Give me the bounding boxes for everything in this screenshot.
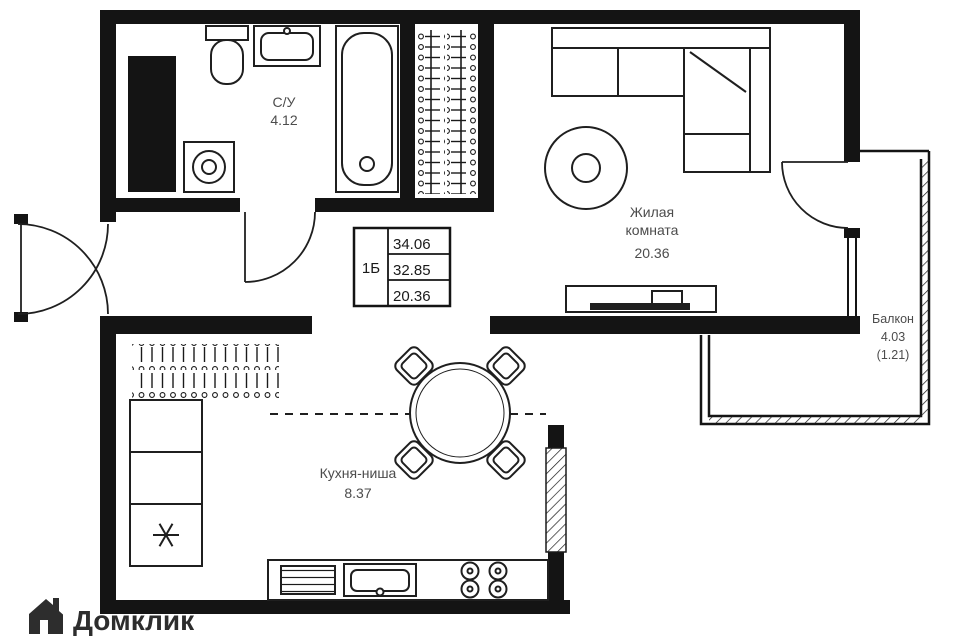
sofa bbox=[551, 27, 771, 173]
bathroom-door bbox=[244, 211, 316, 283]
toilet bbox=[205, 25, 249, 85]
living-room-label-line1: Жилая bbox=[630, 204, 674, 220]
balcony-wall-hatch-right bbox=[921, 159, 929, 416]
bathtub bbox=[335, 25, 399, 193]
chair bbox=[394, 346, 434, 386]
balcony-wall-hatch-bottom bbox=[709, 416, 921, 424]
info-box: 1Б 34.06 32.85 20.36 bbox=[352, 226, 452, 308]
area-room: 20.36 bbox=[393, 288, 431, 305]
bathroom-label: С/У bbox=[273, 94, 296, 110]
hall-radiator bbox=[132, 344, 279, 398]
area-total: 34.06 bbox=[393, 236, 431, 253]
walls bbox=[14, 10, 860, 614]
fridge-snowflake-icon bbox=[153, 523, 179, 547]
wardrobe bbox=[417, 30, 476, 194]
balcony-area-coeff: (1.21) bbox=[877, 348, 910, 362]
balcony-label: Балкон bbox=[872, 312, 914, 326]
stove bbox=[460, 561, 508, 599]
kitchen-radiator bbox=[545, 447, 567, 553]
balcony-window bbox=[847, 238, 857, 316]
domclick-house-icon bbox=[29, 598, 63, 634]
area-living-total: 32.85 bbox=[393, 262, 431, 279]
kitchen-label: Кухня-ниша bbox=[320, 465, 397, 481]
entry-door bbox=[17, 223, 109, 315]
kitchen-sink bbox=[343, 563, 417, 597]
brand-logo: Домклик bbox=[29, 598, 195, 636]
balcony-walls bbox=[699, 149, 931, 426]
tv-stand bbox=[565, 285, 717, 313]
brand-name: Домклик bbox=[73, 605, 195, 636]
dining-set bbox=[394, 346, 526, 480]
living-room-label-line2: комната bbox=[626, 222, 679, 238]
chair bbox=[486, 440, 526, 480]
bathroom-area: 4.12 bbox=[270, 112, 297, 128]
unit-label: 1Б bbox=[362, 260, 380, 277]
bathroom-sink bbox=[253, 25, 321, 67]
balcony-area: 4.03 bbox=[881, 330, 905, 344]
kitchen-area: 8.37 bbox=[344, 485, 371, 501]
room-labels: С/У 4.12 Жилая комната 20.36 Кухня-ниша … bbox=[270, 94, 914, 501]
washing-machine bbox=[183, 141, 235, 193]
living-room-area: 20.36 bbox=[634, 245, 669, 261]
chair bbox=[486, 346, 526, 386]
dining-table bbox=[409, 362, 511, 464]
kitchen-cabinets bbox=[129, 399, 203, 567]
kitchen-counter bbox=[267, 559, 549, 601]
balcony-door bbox=[781, 161, 849, 229]
lounge-chair bbox=[544, 126, 628, 210]
dishwasher bbox=[280, 565, 336, 595]
chair bbox=[394, 440, 434, 480]
